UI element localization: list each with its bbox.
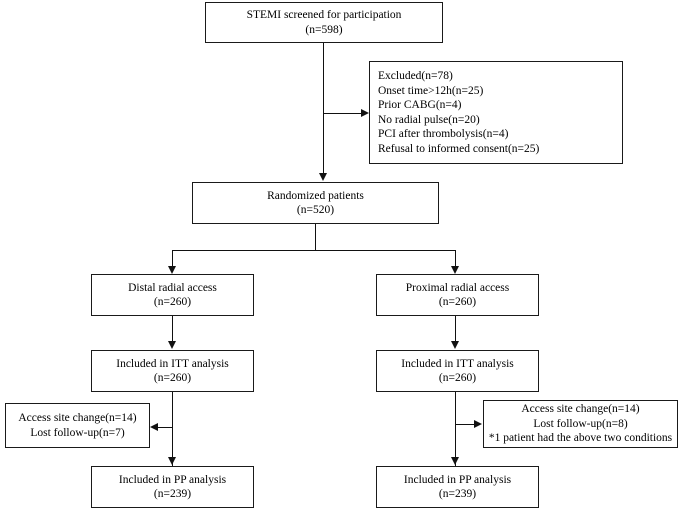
arrowhead-pp-left xyxy=(167,457,176,465)
node-screened-line-2: (n=598) xyxy=(305,23,343,36)
connector-split-bar xyxy=(172,250,456,251)
connector-distal-to-itt xyxy=(172,316,173,343)
node-excluded-line-4: No radial pulse(n=20) xyxy=(378,113,480,126)
node-dropout-left: Access site change(n=14) Lost follow-up(… xyxy=(5,403,150,448)
node-excluded: Excluded(n=78) Onset time>12h(n=25) Prio… xyxy=(369,61,623,164)
node-distal-radial-access: Distal radial access (n=260) xyxy=(91,274,254,316)
node-itt-left-line-2: (n=260) xyxy=(153,372,192,384)
node-distal-access-line-2: (n=260) xyxy=(153,296,192,308)
node-itt-left-line-1: Included in ITT analysis xyxy=(116,357,229,370)
connector-itt-right-to-pp xyxy=(455,392,456,467)
node-pp-left-line-1: Included in PP analysis xyxy=(118,473,227,486)
node-screened-line-1: STEMI screened for participation xyxy=(246,9,402,21)
arrowhead-randomized xyxy=(318,173,327,181)
node-itt-right-line-2: (n=260) xyxy=(438,372,477,384)
node-excluded-line-5: PCI after thrombolysis(n=4) xyxy=(378,128,509,140)
connector-to-dropout-right xyxy=(455,424,477,425)
arrowhead-distal-access xyxy=(167,266,176,274)
connector-itt-left-to-pp xyxy=(172,392,173,467)
node-dropout-right: Access site change(n=14) Lost follow-up(… xyxy=(483,400,678,448)
node-itt-right: Included in ITT analysis (n=260) xyxy=(376,350,539,392)
node-pp-right-line-1: Included in PP analysis xyxy=(403,473,512,486)
node-screened: STEMI screened for participation (n=598) xyxy=(205,2,443,43)
arrowhead-itt-left xyxy=(167,341,176,349)
node-pp-right-line-2: (n=239) xyxy=(438,488,477,500)
node-proximal-access-line-2: (n=260) xyxy=(438,296,477,308)
arrowhead-proximal-access xyxy=(450,266,459,274)
node-pp-right: Included in PP analysis (n=239) xyxy=(376,466,539,508)
node-excluded-line-6: Refusal to informed consent(n=25) xyxy=(378,142,540,155)
arrowhead-itt-right xyxy=(450,341,459,349)
node-dropout-right-line-2: Lost follow-up(n=8) xyxy=(533,417,628,430)
arrowhead-dropout-left xyxy=(150,422,158,431)
node-itt-left: Included in ITT analysis (n=260) xyxy=(91,350,254,392)
node-itt-right-line-1: Included in ITT analysis xyxy=(401,357,514,370)
node-randomized: Randomized patients (n=520) xyxy=(192,182,439,224)
node-pp-left: Included in PP analysis (n=239) xyxy=(91,466,254,508)
node-dropout-right-line-1: Access site change(n=14) xyxy=(521,403,640,416)
connector-proximal-to-itt xyxy=(455,316,456,343)
node-dropout-left-line-2: Lost follow-up(n=7) xyxy=(30,426,125,439)
node-proximal-access-line-1: Proximal radial access xyxy=(405,281,510,294)
connector-randomized-stem xyxy=(315,224,316,251)
node-randomized-line-2: (n=520) xyxy=(296,204,335,216)
node-excluded-line-3: Prior CABG(n=4) xyxy=(378,99,462,111)
arrowhead-pp-right xyxy=(450,457,459,465)
connector-split-left-drop xyxy=(172,250,173,268)
node-excluded-line-2: Onset time>12h(n=25) xyxy=(378,84,484,97)
node-excluded-line-1: Excluded(n=78) xyxy=(378,70,453,82)
node-randomized-line-1: Randomized patients xyxy=(267,189,364,202)
arrowhead-dropout-right xyxy=(474,419,482,428)
arrowhead-excluded xyxy=(361,108,369,117)
node-pp-left-line-2: (n=239) xyxy=(153,488,192,500)
node-proximal-radial-access: Proximal radial access (n=260) xyxy=(376,274,539,316)
connector-to-dropout-left xyxy=(158,427,173,428)
connector-split-right-drop xyxy=(455,250,456,268)
connector-screened-to-randomized xyxy=(323,43,324,175)
node-dropout-left-line-1: Access site change(n=14) xyxy=(18,412,137,424)
node-distal-access-line-1: Distal radial access xyxy=(128,281,217,294)
connector-to-excluded xyxy=(323,113,364,114)
node-dropout-right-line-3: *1 patient had the above two conditions xyxy=(488,432,673,445)
